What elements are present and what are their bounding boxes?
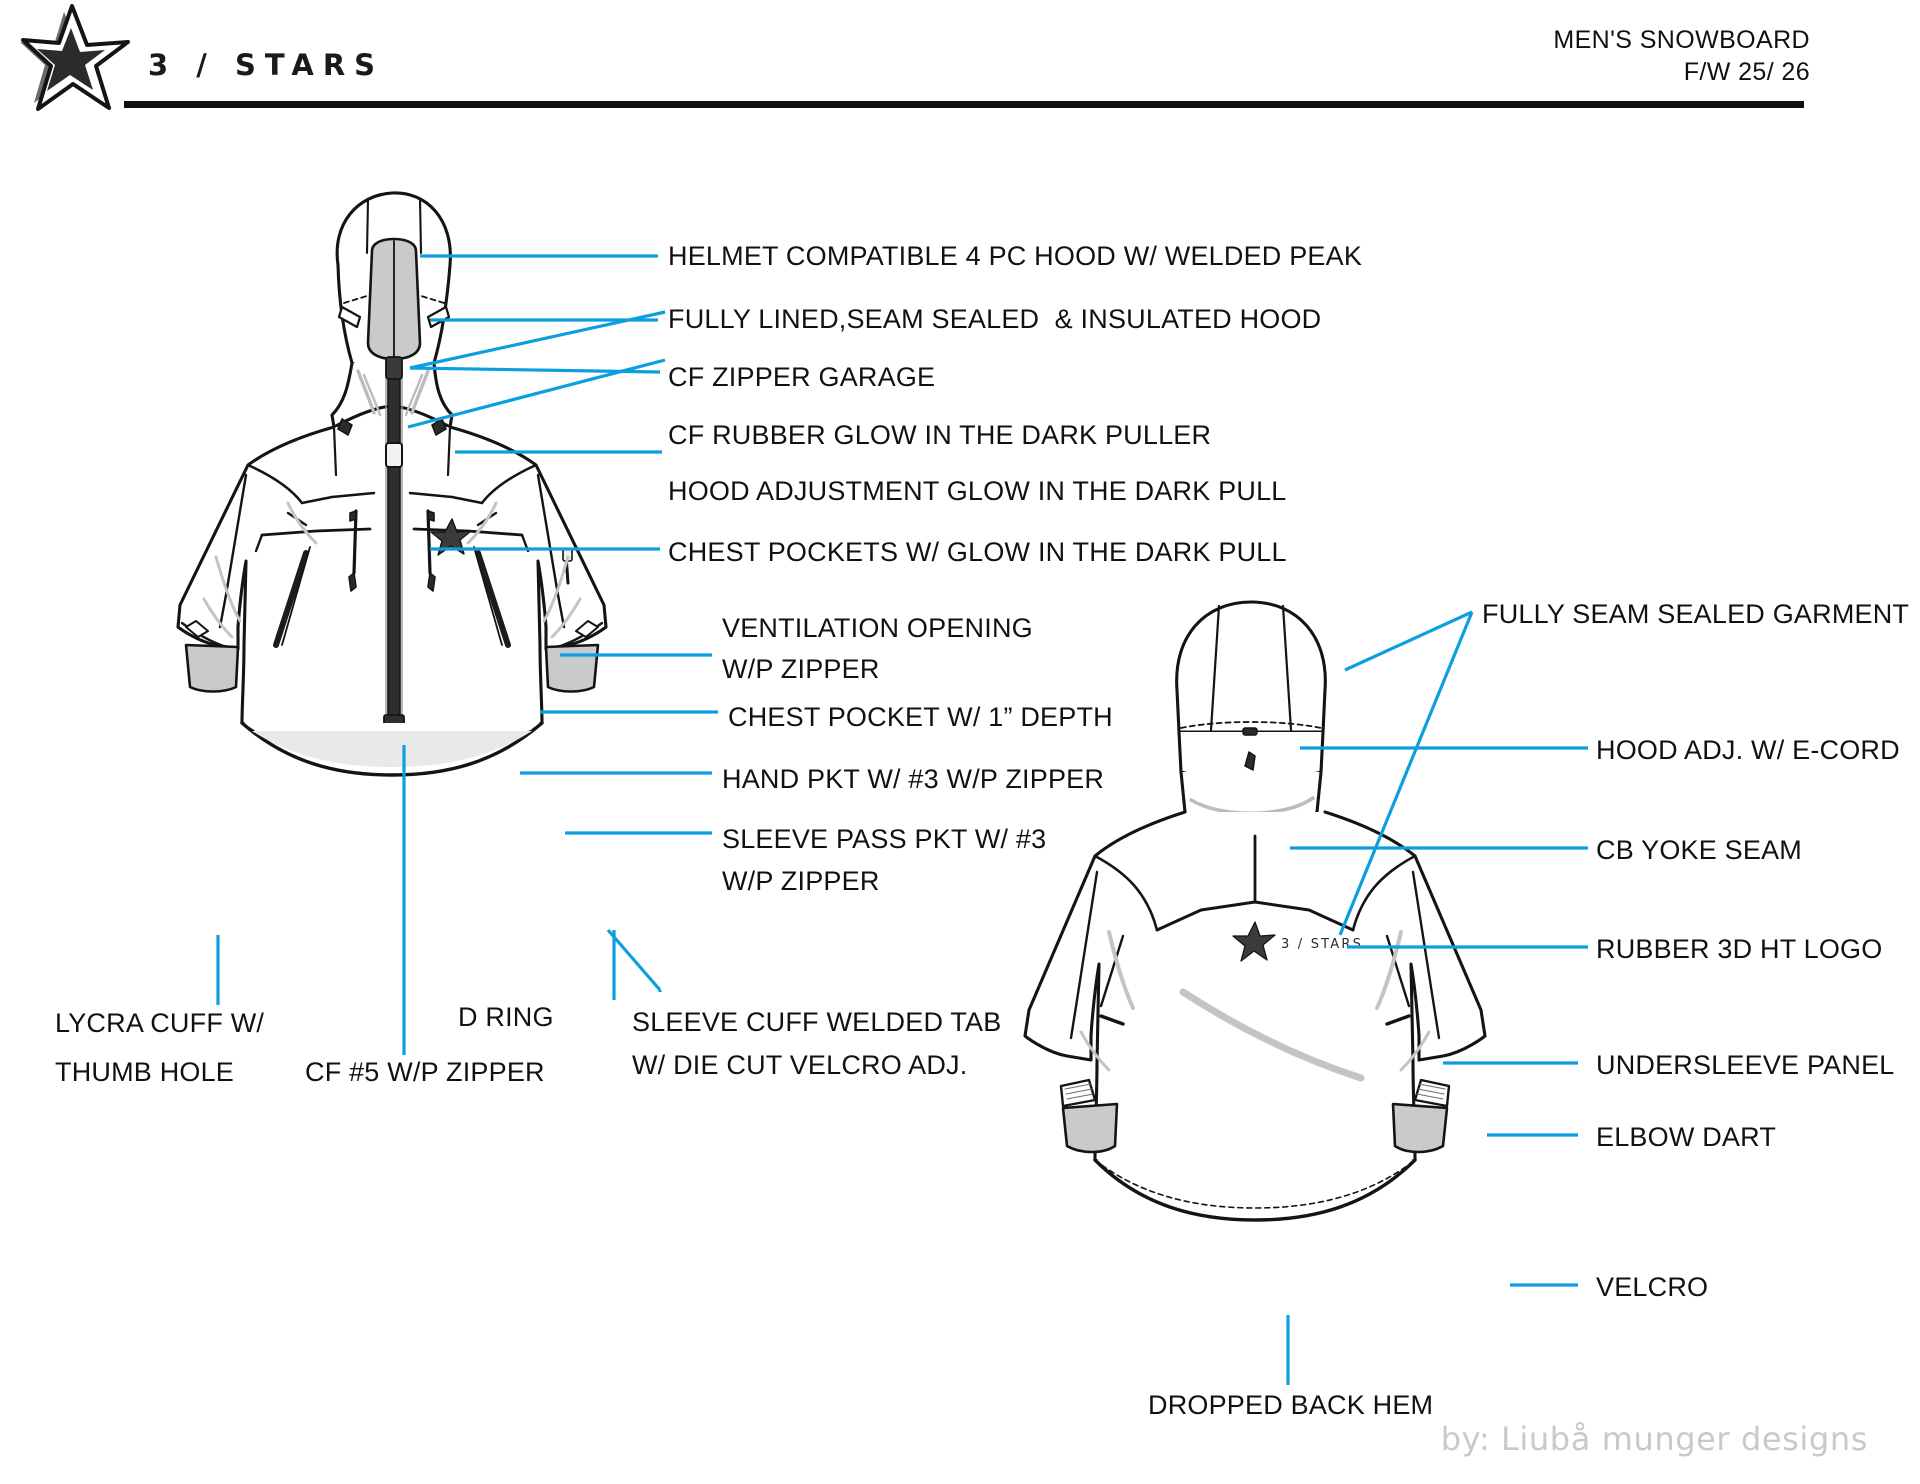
header-meta: MEN'S SNOWBOARD F/W 25/ 26 — [1553, 24, 1810, 88]
callout-chest-pockets-pull: CHEST POCKETS W/ GLOW IN THE DARK PULL — [668, 537, 1287, 567]
callout-dropped-back-hem: DROPPED BACK HEM — [1148, 1390, 1434, 1420]
callout-hood-adj-ecord: HOOD ADJ. W/ E-CORD — [1596, 735, 1900, 765]
callout-cf-zipper-garage: CF ZIPPER GARAGE — [668, 362, 936, 392]
callout-velcro: VELCRO — [1596, 1272, 1709, 1302]
callout-ventilation-line2: W/P ZIPPER — [722, 654, 880, 684]
callout-ventilation-line1: VENTILATION OPENING — [722, 613, 1033, 643]
callout-cb-yoke-seam: CB YOKE SEAM — [1596, 835, 1802, 865]
callout-sleeve-cuff-tab-line1: SLEEVE CUFF WELDED TAB — [632, 1007, 1002, 1037]
brand-name: 3 / STARS — [148, 48, 385, 82]
callout-d-ring: D RING — [458, 1002, 554, 1032]
callout-sleeve-pass-line1: SLEEVE PASS PKT W/ #3 — [722, 824, 1047, 854]
callout-cf-zipper: CF #5 W/P ZIPPER — [305, 1057, 545, 1087]
callout-sleeve-cuff-tab-line2: W/ DIE CUT VELCRO ADJ. — [632, 1050, 968, 1080]
callout-rubber-3d-logo: RUBBER 3D HT LOGO — [1596, 934, 1883, 964]
season-label: F/W 25/ 26 — [1683, 58, 1810, 86]
callout-lycra-cuff-line1: LYCRA CUFF W/ — [55, 1008, 265, 1038]
back-jacket-flat: 3 / STARS — [1023, 600, 1487, 1222]
callout-helmet-hood: HELMET COMPATIBLE 4 PC HOOD W/ WELDED PE… — [668, 241, 1363, 271]
callout-hood-adj-pull: HOOD ADJUSTMENT GLOW IN THE DARK PULL — [668, 476, 1287, 506]
star-logo-icon — [20, 4, 140, 116]
category-label: MEN'S SNOWBOARD — [1553, 26, 1810, 54]
callout-hand-pocket: HAND PKT W/ #3 W/P ZIPPER — [722, 764, 1105, 794]
callout-cf-rubber-puller: CF RUBBER GLOW IN THE DARK PULLER — [668, 420, 1212, 450]
callout-undersleeve-panel: UNDERSLEEVE PANEL — [1596, 1050, 1895, 1080]
callout-lycra-cuff-line2: THUMB HOLE — [55, 1057, 235, 1087]
callout-chest-pocket-depth: CHEST POCKET W/ 1” DEPTH — [728, 702, 1113, 732]
callout-sleeve-pass-line2: W/P ZIPPER — [722, 866, 880, 896]
page-header: 3 / STARS MEN'S SNOWBOARD F/W 25/ 26 — [0, 0, 1920, 125]
header-divider-rule — [124, 101, 1804, 108]
front-jacket-flat — [176, 191, 608, 777]
svg-text:3 / STARS: 3 / STARS — [1281, 937, 1363, 952]
callout-lined-hood: FULLY LINED,SEAM SEALED & INSULATED HOOD — [668, 304, 1322, 334]
callout-elbow-dart: ELBOW DART — [1596, 1122, 1777, 1152]
designer-credit: by: Liubå munger designs — [1440, 1420, 1868, 1458]
callout-fully-seam-sealed: FULLY SEAM SEALED GARMENT — [1482, 599, 1910, 629]
